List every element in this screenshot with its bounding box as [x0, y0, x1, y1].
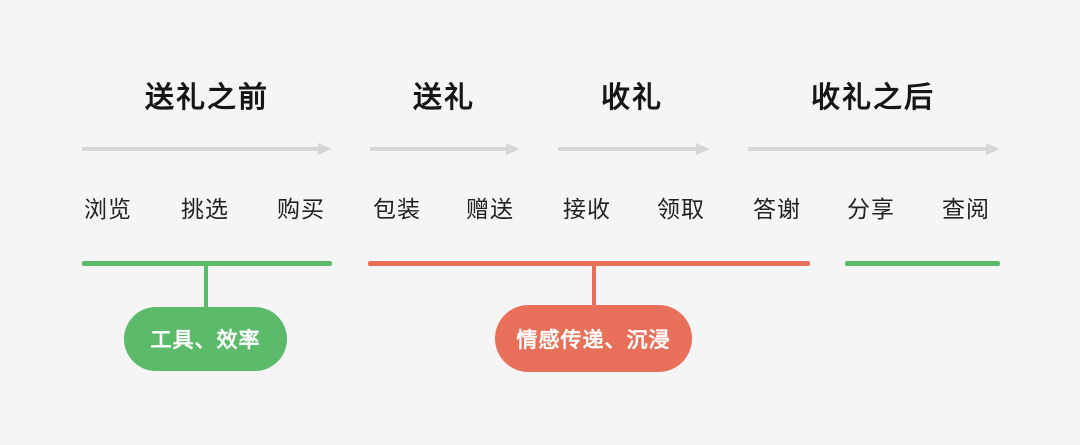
- phase-title-receiving: 收礼: [600, 82, 664, 114]
- arrow-head-icon: [318, 143, 332, 155]
- arrow-before-gifting: [82, 143, 332, 155]
- arrow-head-icon: [696, 143, 710, 155]
- group-bar-after-green: [845, 261, 1000, 266]
- pill-emotion-immersion[interactable]: 情感传递、沉浸: [495, 305, 692, 372]
- arrow-shaft: [748, 147, 987, 151]
- step-label-review: 查阅: [942, 196, 990, 222]
- pill-tool-efficiency[interactable]: 工具、效率: [124, 307, 287, 371]
- connector-stem-tool-efficiency: [204, 263, 208, 309]
- phase-title-after-receiving: 收礼之后: [810, 82, 936, 114]
- step-label-browse: 浏览: [84, 196, 132, 222]
- pill-emotion-immersion-label: 情感传递、沉浸: [516, 328, 671, 352]
- step-label-accept: 接收: [563, 196, 611, 222]
- step-label-buy: 购买: [277, 196, 325, 222]
- pill-tool-efficiency-label: 工具、效率: [150, 329, 261, 352]
- step-label-thank: 答谢: [753, 196, 801, 222]
- arrow-after-receiving: [748, 143, 1000, 155]
- arrow-receiving: [558, 143, 710, 155]
- arrow-head-icon: [506, 143, 520, 155]
- phase-title-gifting: 送礼: [412, 82, 476, 114]
- phase-title-before-gifting: 送礼之前: [144, 82, 270, 114]
- step-label-claim: 领取: [657, 196, 705, 222]
- arrow-gifting: [370, 143, 520, 155]
- step-label-select: 挑选: [181, 196, 229, 222]
- step-label-wrap: 包装: [373, 196, 421, 222]
- arrow-shaft: [82, 147, 319, 151]
- group-bar-emotion: [368, 261, 810, 266]
- step-label-share: 分享: [847, 196, 895, 222]
- connector-stem-emotion: [592, 263, 596, 305]
- arrow-shaft: [558, 147, 697, 151]
- arrow-head-icon: [986, 143, 1000, 155]
- arrow-shaft: [370, 147, 507, 151]
- step-label-give: 赠送: [466, 196, 514, 222]
